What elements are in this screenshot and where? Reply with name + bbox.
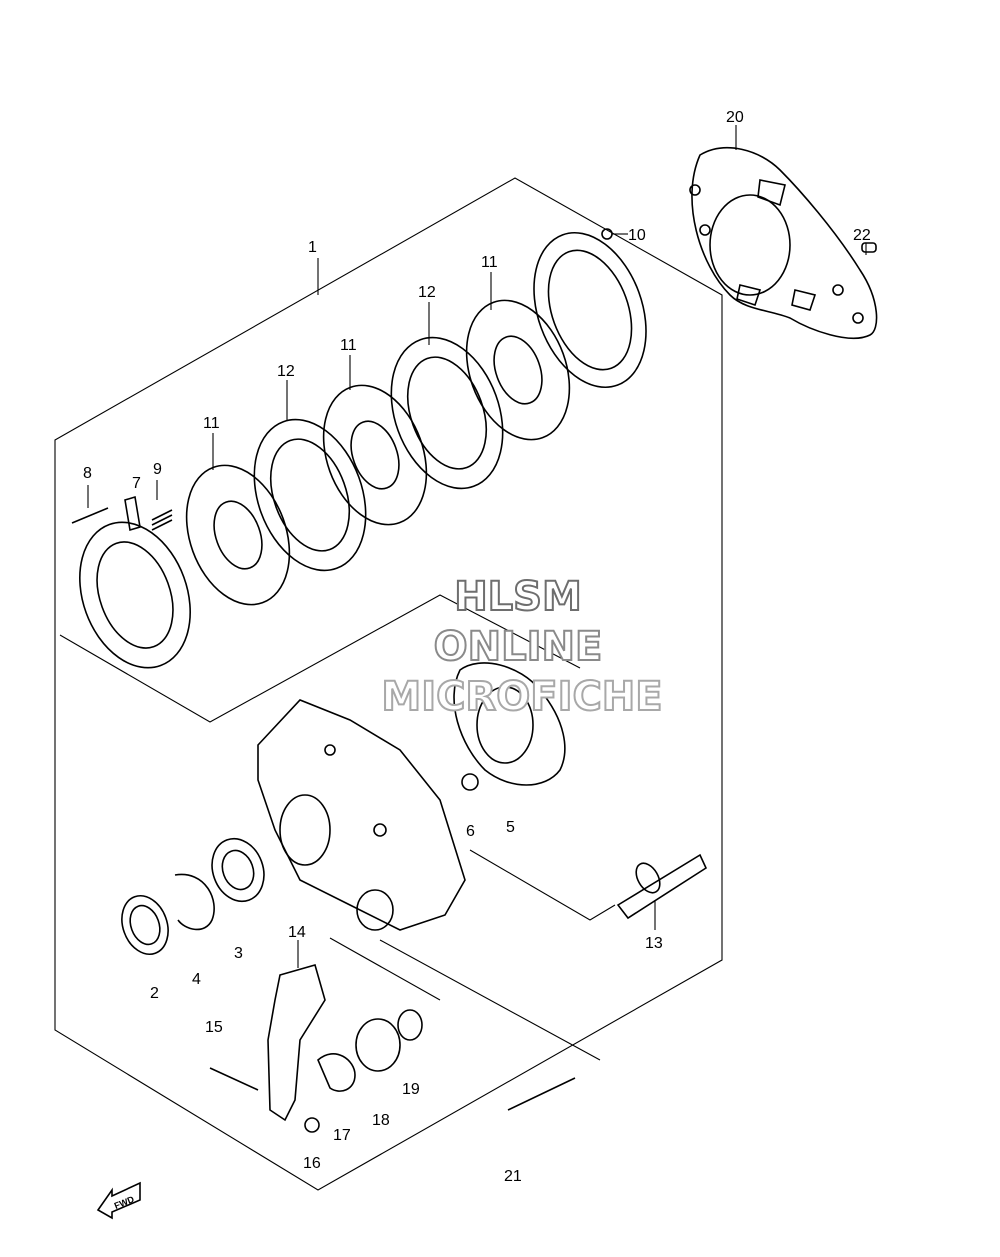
dowel-22 — [861, 242, 877, 253]
watermark-line-2: ONLINE — [434, 624, 603, 670]
nut-10 — [601, 228, 613, 240]
nut-16 — [304, 1117, 320, 1133]
plate-toothed-12-mid — [390, 336, 504, 490]
watermark-line-3: MICROFICHE — [381, 674, 662, 720]
callout-17: 17 — [333, 1127, 351, 1144]
callout-4: 4 — [192, 971, 201, 988]
callout-11a: 11 — [203, 415, 220, 432]
callout-18: 18 — [372, 1112, 390, 1129]
gasket-20 — [689, 147, 878, 340]
callout-9: 9 — [153, 461, 162, 478]
ball-6 — [461, 773, 479, 791]
callout-11b: 11 — [340, 337, 357, 354]
leader-lower — [329, 937, 601, 1061]
bolt-21 — [507, 1077, 576, 1111]
fwd-arrow-icon: FWD — [96, 1181, 141, 1220]
shaft-13 — [616, 853, 708, 920]
callout-12b: 12 — [418, 284, 436, 301]
ring-18 — [355, 1018, 401, 1072]
pin-8 — [71, 507, 109, 524]
callout-14: 14 — [288, 924, 306, 941]
callout-20: 20 — [726, 109, 744, 126]
callout-8: 8 — [83, 465, 92, 482]
washer-17 — [317, 1053, 356, 1092]
callout-12a: 12 — [277, 363, 295, 380]
callout-16: 16 — [303, 1155, 321, 1172]
lever-14 — [267, 964, 326, 1122]
callout-19: 19 — [402, 1081, 420, 1098]
oil-seal-2 — [121, 895, 169, 955]
callout-15: 15 — [205, 1019, 223, 1036]
callout-13: 13 — [645, 935, 663, 952]
callout-6: 6 — [466, 823, 475, 840]
washer-19 — [397, 1009, 423, 1041]
assembly-boundary — [54, 177, 723, 1191]
clip-7 — [124, 495, 141, 532]
plate-friction-11-rear — [465, 299, 571, 441]
callout-10: 10 — [628, 227, 646, 244]
plate-toothed-rear — [533, 231, 647, 389]
leader-shaft — [469, 849, 616, 921]
callout-leaders — [87, 125, 867, 968]
callout-5: 5 — [506, 819, 515, 836]
plate-5 — [453, 662, 566, 786]
bolt-15 — [209, 1067, 259, 1091]
callout-22: 22 — [853, 227, 871, 244]
callout-21: 21 — [504, 1168, 522, 1185]
watermark-line-1: HLSM — [454, 574, 582, 620]
callout-7: 7 — [132, 475, 141, 492]
leader-plates — [59, 594, 581, 723]
callout-1: 1 — [308, 239, 317, 256]
plate-friction-11-mid — [322, 384, 428, 526]
plate-toothed-12-front — [253, 418, 367, 572]
plate-toothed-front — [79, 521, 191, 669]
bearing-3 — [211, 837, 265, 903]
callout-3: 3 — [234, 945, 243, 962]
callout-11c: 11 — [481, 254, 498, 271]
circlip-4 — [174, 873, 215, 931]
callout-2: 2 — [150, 985, 159, 1002]
spring-9 — [151, 509, 173, 531]
pump-housing — [257, 699, 466, 931]
